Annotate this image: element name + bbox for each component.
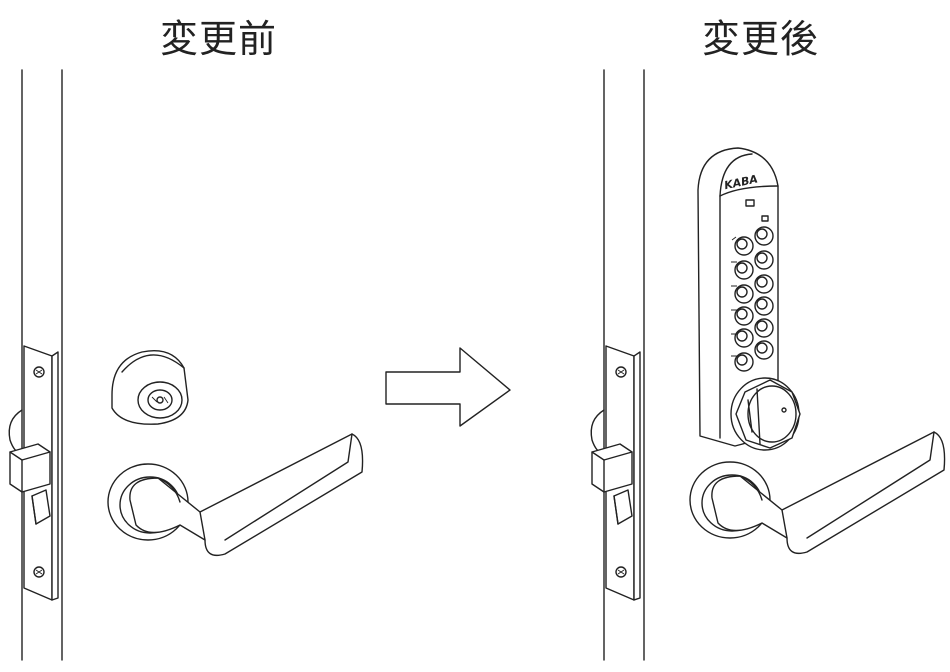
indicator-icon	[745, 199, 755, 207]
key-cylinder	[111, 350, 189, 425]
after-illustration: KABA	[590, 69, 946, 661]
keypad-lock: KABA	[697, 147, 801, 451]
after-title: 変更後	[702, 17, 820, 61]
before-title: 変更前	[160, 17, 278, 61]
latch-bolt	[8, 409, 23, 456]
mortise-faceplate	[9, 345, 59, 601]
lever-handle	[107, 433, 364, 557]
lever-handle	[689, 431, 946, 555]
mortise-faceplate	[591, 345, 641, 601]
keypad-buttons	[734, 226, 774, 372]
turn-knob	[730, 377, 801, 451]
before-illustration	[8, 69, 364, 661]
latch-bolt	[590, 409, 605, 456]
arrow-right-icon	[385, 347, 511, 427]
